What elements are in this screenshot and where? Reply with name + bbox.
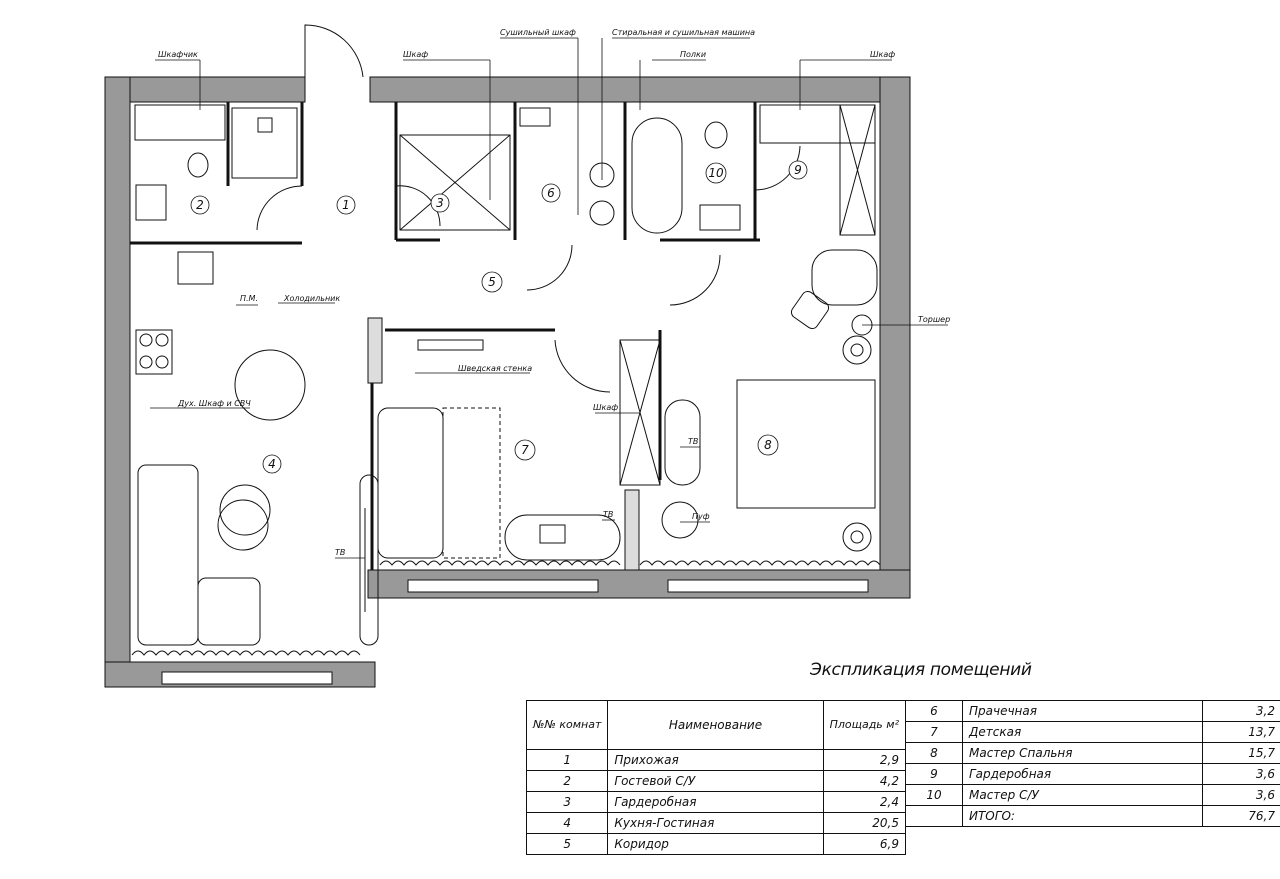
explication-title: Экспликация помещений bbox=[810, 660, 1032, 680]
table-row: 6 Прачечная 3,2 bbox=[905, 700, 1280, 722]
room-number: 5 bbox=[488, 275, 496, 289]
room-number: 9 bbox=[794, 163, 802, 177]
room-number: 10 bbox=[708, 166, 724, 180]
label-tv: ТВ bbox=[688, 437, 698, 446]
table-row: 2 Гостевой С/У 4,2 bbox=[525, 770, 907, 792]
table-row: 1 Прихожая 2,9 bbox=[525, 749, 907, 771]
room-number: 3 bbox=[525, 791, 609, 813]
room-name: Прачечная bbox=[962, 700, 1203, 722]
doors bbox=[256, 24, 801, 393]
room-number: 6 bbox=[547, 186, 555, 200]
room-number: 3 bbox=[436, 196, 444, 210]
room-number: 7 bbox=[905, 721, 963, 743]
room-number-markers bbox=[190, 160, 808, 474]
table-row: 3 Гардеробная 2,4 bbox=[525, 791, 907, 813]
room-name: Гостевой С/У bbox=[607, 770, 824, 792]
table-row: 8 Мастер Спальня 15,7 bbox=[905, 742, 1280, 764]
room-number: 7 bbox=[521, 443, 529, 457]
table-total-row: ИТОГО: 76,7 bbox=[905, 805, 1280, 827]
table-row: 10 Мастер С/У 3,6 bbox=[905, 784, 1280, 806]
label-pouf: Пуф bbox=[692, 512, 710, 521]
room-number: 9 bbox=[905, 763, 963, 785]
room-number: 2 bbox=[196, 198, 204, 212]
total-value: 76,7 bbox=[1202, 805, 1280, 827]
room-area: 4,2 bbox=[822, 770, 907, 792]
label-dishwasher: П.М. bbox=[240, 294, 258, 303]
room-number: 1 bbox=[342, 198, 350, 212]
room-number: 1 bbox=[525, 749, 609, 771]
room-name: Детская bbox=[962, 721, 1203, 743]
explication-table-right: 6 Прачечная 3,2 7 Детская 13,7 8 Мастер … bbox=[905, 700, 1280, 827]
room-name: Гардеробная bbox=[962, 763, 1203, 785]
header-area: Площадь м² bbox=[822, 700, 907, 750]
annotations: Шкафчик Шкаф Сушильный шкаф Стиральная и… bbox=[158, 28, 950, 557]
room-number: 8 bbox=[905, 742, 963, 764]
label-shkaf: Шкаф bbox=[403, 50, 428, 59]
label-shkaf: Шкаф bbox=[593, 403, 618, 412]
label-torsher: Торшер bbox=[918, 315, 950, 324]
room-number: 4 bbox=[525, 812, 609, 834]
table-row: 7 Детская 13,7 bbox=[905, 721, 1280, 743]
label-tv: ТВ bbox=[603, 510, 613, 519]
table-row: 4 Кухня-Гостиная 20,5 bbox=[525, 812, 907, 834]
room-name: Коридор bbox=[607, 833, 824, 855]
room-area: 15,7 bbox=[1202, 742, 1280, 764]
room-area: 2,4 bbox=[822, 791, 907, 813]
room-name: Кухня-Гостиная bbox=[607, 812, 824, 834]
label-shkaf: Шкаф bbox=[870, 50, 895, 59]
label-dryer-cabinet: Сушильный шкаф bbox=[500, 28, 576, 37]
room-name: Мастер Спальня bbox=[962, 742, 1203, 764]
room-number: 4 bbox=[268, 457, 276, 471]
label-swedish-wall: Шведская стенка bbox=[458, 364, 532, 373]
label-tv: ТВ bbox=[335, 548, 345, 557]
room-name: Мастер С/У bbox=[962, 784, 1203, 806]
room-area: 6,9 bbox=[822, 833, 907, 855]
total-empty-cell bbox=[905, 805, 963, 827]
room-number: 8 bbox=[764, 438, 772, 452]
label-shkafchik: Шкафчик bbox=[158, 50, 198, 59]
curtains bbox=[131, 560, 881, 656]
explication-table-left: №№ комнат Наименование Площадь м² 1 Прих… bbox=[525, 700, 907, 855]
fixtures bbox=[135, 107, 741, 375]
table-header-row: №№ комнат Наименование Площадь м² bbox=[525, 700, 907, 750]
room-area: 2,9 bbox=[822, 749, 907, 771]
room-numbers: 1 2 3 4 5 6 7 8 9 10 bbox=[196, 163, 802, 471]
furniture bbox=[137, 249, 878, 646]
label-oven: Дух. Шкаф и СВЧ bbox=[177, 399, 251, 408]
header-room-number: №№ комнат bbox=[525, 700, 609, 750]
interior-walls bbox=[130, 102, 760, 570]
room-area: 20,5 bbox=[822, 812, 907, 834]
wardrobes bbox=[134, 104, 876, 486]
leader-lines bbox=[150, 37, 948, 559]
room-number: 2 bbox=[525, 770, 609, 792]
room-name: Гардеробная bbox=[607, 791, 824, 813]
table-row: 9 Гардеробная 3,6 bbox=[905, 763, 1280, 785]
outer-walls bbox=[104, 76, 911, 688]
room-area: 13,7 bbox=[1202, 721, 1280, 743]
room-number: 6 bbox=[905, 700, 963, 722]
label-shelves: Полки bbox=[680, 50, 706, 59]
windows bbox=[161, 579, 869, 685]
room-area: 3,6 bbox=[1202, 784, 1280, 806]
room-name: Прихожая bbox=[607, 749, 824, 771]
table-row: 5 Коридор 6,9 bbox=[525, 833, 907, 855]
floor-plan: 1 2 3 4 5 6 7 8 9 10 Шкафчик Шкаф Сушиль… bbox=[104, 24, 950, 688]
label-fridge: Холодильник bbox=[283, 294, 340, 303]
room-number: 5 bbox=[525, 833, 609, 855]
room-area: 3,2 bbox=[1202, 700, 1280, 722]
label-washer-dryer: Стиральная и сушильная машина bbox=[612, 28, 755, 37]
room-area: 3,6 bbox=[1202, 763, 1280, 785]
hatched-walls bbox=[367, 317, 640, 571]
header-name: Наименование bbox=[607, 700, 824, 750]
total-label: ИТОГО: bbox=[962, 805, 1203, 827]
room-number: 10 bbox=[905, 784, 963, 806]
